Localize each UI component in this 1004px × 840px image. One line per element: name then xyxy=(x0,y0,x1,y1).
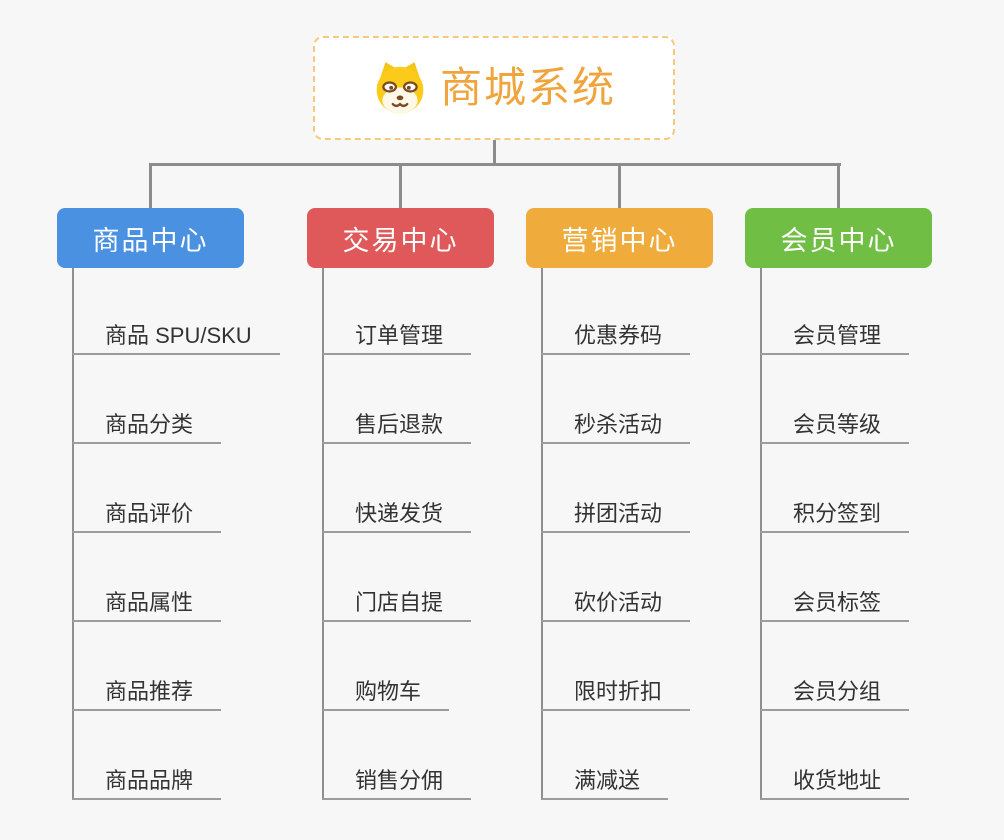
leaf-node[interactable]: 会员标签 xyxy=(760,586,910,622)
leaf-node[interactable]: 门店自提 xyxy=(322,586,472,622)
connector-branch-drop xyxy=(618,163,621,208)
connector-children-line xyxy=(541,268,543,799)
leaf-node[interactable]: 会员管理 xyxy=(760,319,910,355)
leaf-node[interactable]: 快递发货 xyxy=(322,497,472,533)
connector-branch-drop xyxy=(399,163,402,208)
leaf-node[interactable]: 商品推荐 xyxy=(72,675,222,711)
leaf-node[interactable]: 满减送 xyxy=(541,764,669,800)
leaf-node[interactable]: 收货地址 xyxy=(760,764,910,800)
leaf-node[interactable]: 商品 SPU/SKU xyxy=(72,319,280,355)
connector-children-line xyxy=(760,268,762,799)
dog-face-icon xyxy=(372,61,428,115)
connector-branch-bar xyxy=(149,163,841,166)
leaf-node[interactable]: 商品属性 xyxy=(72,586,222,622)
leaf-node[interactable]: 销售分佣 xyxy=(322,764,472,800)
connector-branch-drop xyxy=(837,163,840,208)
leaf-node[interactable]: 商品品牌 xyxy=(72,764,222,800)
connector-branch-drop xyxy=(149,163,152,208)
connector-root-drop xyxy=(493,140,496,165)
leaf-node[interactable]: 商品评价 xyxy=(72,497,222,533)
leaf-node[interactable]: 会员分组 xyxy=(760,675,910,711)
leaf-node[interactable]: 秒杀活动 xyxy=(541,408,691,444)
leaf-node[interactable]: 商品分类 xyxy=(72,408,222,444)
leaf-node[interactable]: 砍价活动 xyxy=(541,586,691,622)
leaf-node[interactable]: 优惠券码 xyxy=(541,319,691,355)
root-title: 商城系统 xyxy=(439,64,616,111)
leaf-node[interactable]: 积分签到 xyxy=(760,497,910,533)
branch-node-2[interactable]: 交易中心 xyxy=(307,208,494,268)
leaf-node[interactable]: 会员等级 xyxy=(760,408,910,444)
branch-node-3[interactable]: 营销中心 xyxy=(526,208,713,268)
leaf-node[interactable]: 购物车 xyxy=(322,675,450,711)
branch-node-1[interactable]: 商品中心 xyxy=(57,208,244,268)
leaf-node[interactable]: 拼团活动 xyxy=(541,497,691,533)
leaf-node[interactable]: 售后退款 xyxy=(322,408,472,444)
connector-children-line xyxy=(322,268,324,799)
leaf-node[interactable]: 订单管理 xyxy=(322,319,472,355)
connector-children-line xyxy=(72,268,74,799)
root-node[interactable]: 商城系统 xyxy=(313,36,675,140)
leaf-node[interactable]: 限时折扣 xyxy=(541,675,691,711)
branch-node-4[interactable]: 会员中心 xyxy=(745,208,932,268)
